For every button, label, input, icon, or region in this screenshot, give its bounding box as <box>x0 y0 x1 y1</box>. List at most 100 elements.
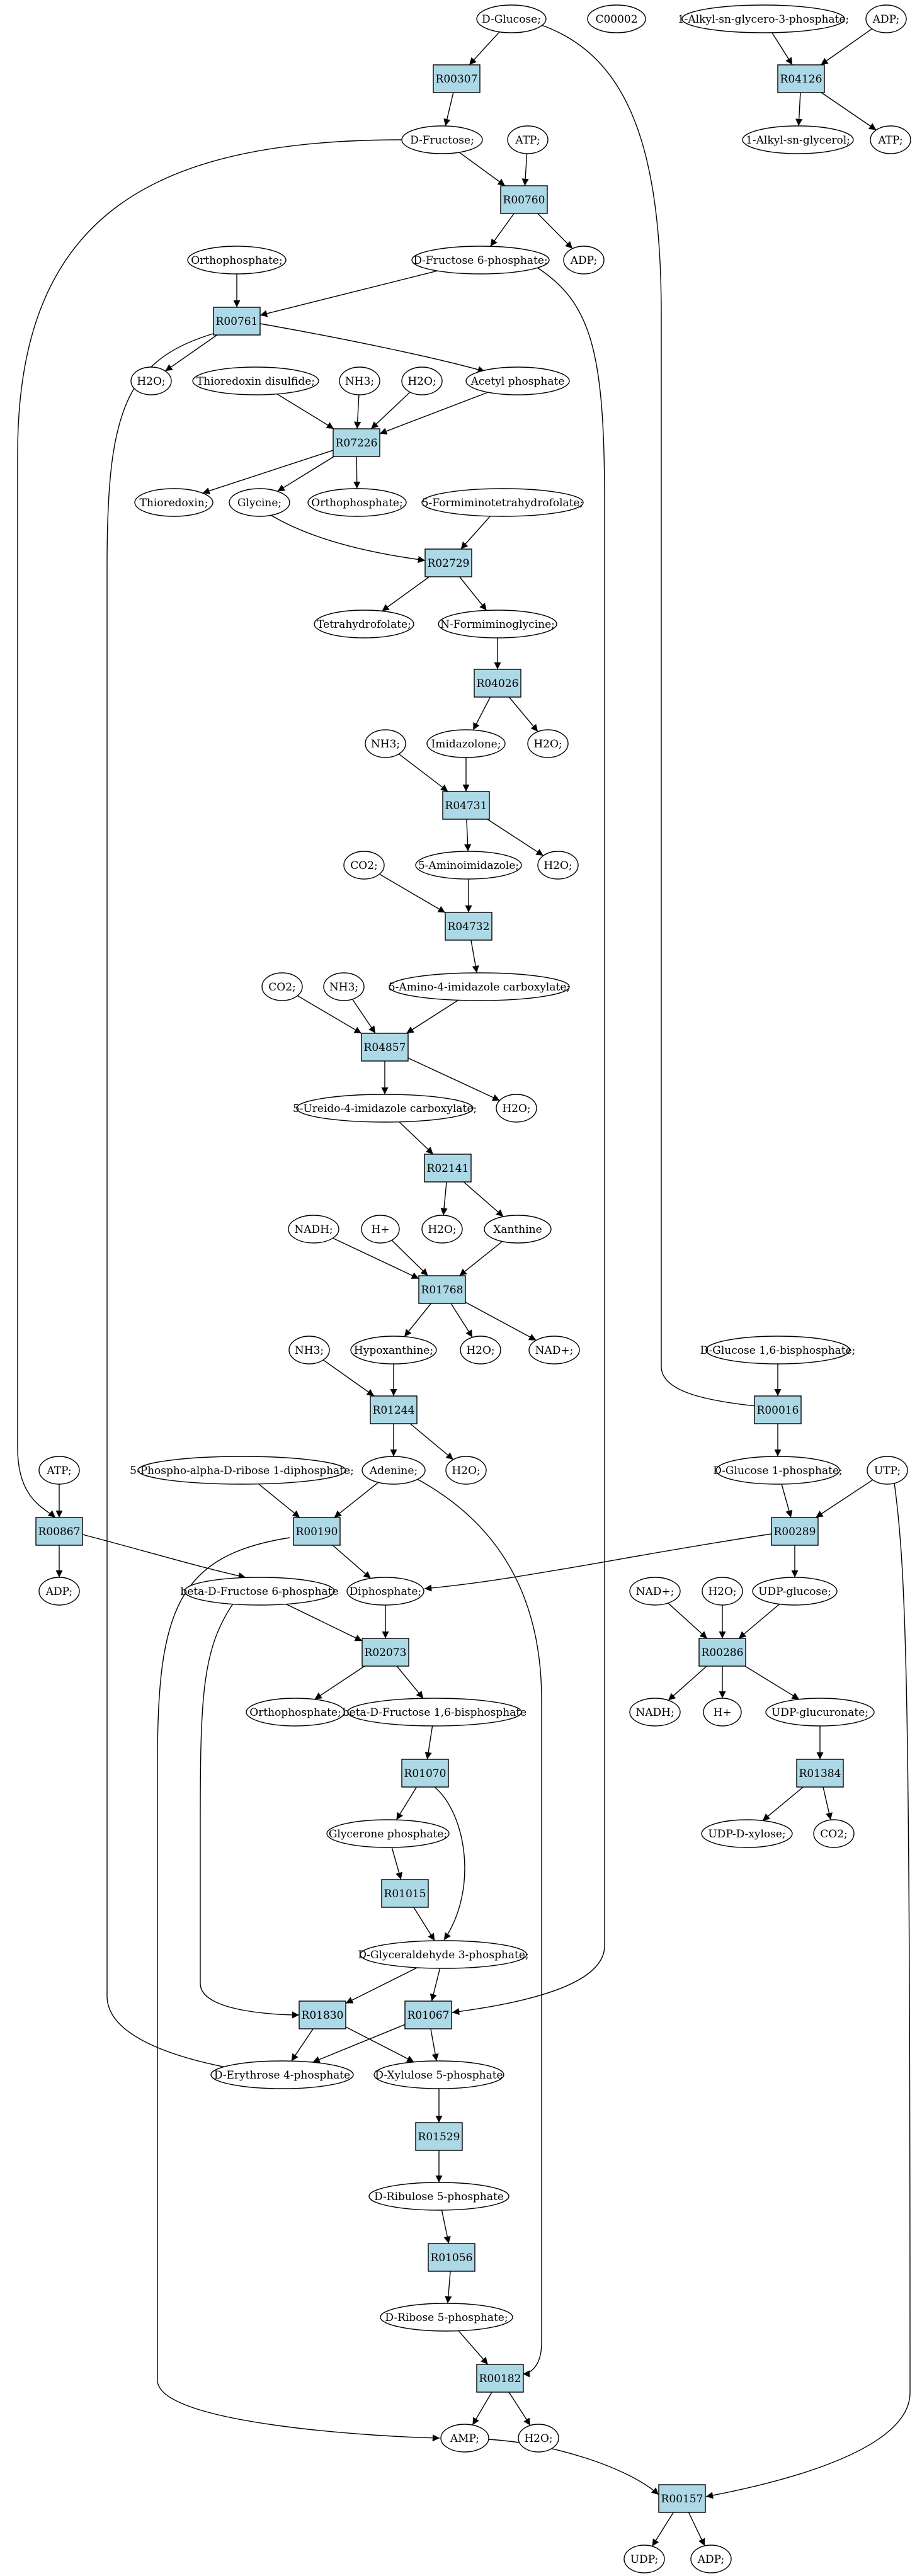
metabolite-node-thf[interactable]: Tetrahydrofolate; <box>314 610 414 638</box>
metabolite-node-c00002[interactable]: C00002 <box>587 4 646 33</box>
metabolite-node-nh3_1[interactable]: NH3; <box>339 366 380 395</box>
metabolite-node-g1p[interactable]: D-Glucose 1-phosphate; <box>713 1456 843 1485</box>
metabolite-node-aminoimid_carb[interactable]: 5-Amino-4-imidazole carboxylate; <box>389 972 570 1001</box>
reaction-node-R01529[interactable]: R01529 <box>415 2122 463 2151</box>
reaction-node-R07226[interactable]: R07226 <box>333 428 380 457</box>
metabolite-node-h2o_1[interactable]: H2O; <box>130 366 172 395</box>
metabolite-node-ortho_1[interactable]: Orthophosphate; <box>187 246 287 275</box>
metabolite-node-h2o_4[interactable]: H2O; <box>537 851 579 880</box>
metabolite-node-h2o_2[interactable]: H2O; <box>401 366 443 395</box>
reaction-node-R04026[interactable]: R04026 <box>474 669 521 698</box>
metabolite-node-acetylp[interactable]: Acetyl phosphate <box>465 366 570 395</box>
metabolite-node-atp_top[interactable]: ATP; <box>870 125 911 154</box>
metabolite-node-diphosphate[interactable]: Diphosphate; <box>346 1577 424 1606</box>
reaction-node-R01768[interactable]: R01768 <box>418 1275 466 1304</box>
metabolite-node-alkyl_g3p[interactable]: 1-Alkyl-sn-glycero-3-phosphate; <box>678 4 849 33</box>
metabolite-node-prpp[interactable]: 5-Phospho-alpha-D-ribose 1-diphosphate; <box>130 1456 354 1485</box>
metabolite-node-imidazolone[interactable]: Imidazolone; <box>426 729 506 758</box>
metabolite-node-co2_3[interactable]: CO2; <box>813 1819 855 1848</box>
metabolite-node-c_glucose[interactable]: D-Glucose; <box>476 4 547 33</box>
reaction-node-R01384[interactable]: R01384 <box>796 1759 844 1788</box>
metabolite-node-h2o_5[interactable]: H2O; <box>496 1094 537 1123</box>
reaction-node-R00307[interactable]: R00307 <box>433 64 481 93</box>
reaction-node-R02141[interactable]: R02141 <box>424 1154 472 1183</box>
reaction-node-R00286[interactable]: R00286 <box>698 1638 746 1667</box>
metabolite-node-gap[interactable]: D-Glyceraldehyde 3-phosphate; <box>358 1940 529 1969</box>
reaction-node-R01830[interactable]: R01830 <box>299 2000 346 2029</box>
metabolite-node-nadh_1[interactable]: NADH; <box>288 1215 339 1244</box>
metabolite-node-nadplus_1[interactable]: NAD+; <box>528 1336 580 1365</box>
metabolite-node-fructose[interactable]: D-Fructose; <box>401 125 483 154</box>
metabolite-node-udp[interactable]: UDP; <box>623 2545 665 2573</box>
metabolite-node-adp_3[interactable]: ADP; <box>690 2545 732 2573</box>
reaction-node-R02073[interactable]: R02073 <box>361 1638 409 1667</box>
metabolite-node-udpglucuronate[interactable]: UDP-glucuronate; <box>765 1698 875 1727</box>
reaction-node-R00157[interactable]: R00157 <box>658 2484 706 2513</box>
reaction-node-R04126[interactable]: R04126 <box>777 64 825 93</box>
reaction-node-R04732[interactable]: R04732 <box>445 912 492 941</box>
metabolite-node-e4p[interactable]: D-Erythrose 4-phosphate <box>210 2060 354 2089</box>
metabolite-node-adenine[interactable]: Adenine; <box>361 1456 426 1485</box>
metabolite-node-adp_1[interactable]: ADP; <box>563 246 605 275</box>
metabolite-node-adp_top[interactable]: ADP; <box>865 4 907 33</box>
reaction-node-R02729[interactable]: R02729 <box>424 548 472 577</box>
metabolite-node-f6p[interactable]: D-Fructose 6-phosphate; <box>411 246 550 275</box>
metabolite-node-nh3_4[interactable]: NH3; <box>288 1336 330 1365</box>
metabolite-node-ru5p[interactable]: D-Ribulose 5-phosphate <box>368 2182 509 2211</box>
metabolite-node-nh3_3[interactable]: NH3; <box>323 972 365 1001</box>
metabolite-node-udpglucose[interactable]: UDP-glucose; <box>752 1577 838 1606</box>
metabolite-node-nadh_2[interactable]: NADH; <box>629 1698 681 1727</box>
reaction-node-R01015[interactable]: R01015 <box>381 1879 429 1908</box>
metabolite-node-aminoimidazole[interactable]: 5-Aminoimidazole; <box>415 851 522 880</box>
metabolite-node-amp[interactable]: AMP; <box>440 2424 489 2453</box>
metabolite-node-alkyl_glycerol[interactable]: 1-Alkyl-sn-glycerol; <box>742 125 854 154</box>
reaction-node-R04731[interactable]: R04731 <box>442 791 490 820</box>
metabolite-node-h2o_10[interactable]: H2O; <box>518 2424 559 2453</box>
reaction-node-R00761[interactable]: R00761 <box>213 307 261 336</box>
metabolite-node-udpxylose[interactable]: UDP-D-xylose; <box>701 1819 793 1848</box>
metabolite-node-g16bp[interactable]: D-Glucose 1,6-bisphosphate; <box>700 1336 856 1365</box>
reaction-node-R01067[interactable]: R01067 <box>404 2000 452 2029</box>
metabolite-node-xu5p[interactable]: D-Xylulose 5-phosphate <box>373 2060 504 2089</box>
metabolite-node-hypoxanthine[interactable]: Hypoxanthine; <box>350 1336 437 1365</box>
metabolite-node-hplus_1[interactable]: H+ <box>361 1215 400 1244</box>
metabolite-node-atp_1[interactable]: ATP; <box>507 125 549 154</box>
metabolite-node-h2o_7[interactable]: H2O; <box>460 1336 501 1365</box>
metabolite-node-h2o_3[interactable]: H2O; <box>527 729 569 758</box>
metabolite-node-adp_2[interactable]: ADP; <box>38 1577 80 1606</box>
reaction-node-R00289[interactable]: R00289 <box>771 1517 819 1546</box>
metabolite-node-xanthine[interactable]: Xanthine <box>484 1215 552 1244</box>
metabolite-node-bf16bp[interactable]: beta-D-Fructose 1,6-bisphosphate <box>343 1698 526 1727</box>
reaction-node-R01070[interactable]: R01070 <box>401 1759 449 1788</box>
reaction-node-R00182[interactable]: R00182 <box>476 2364 524 2393</box>
metabolite-node-forminothf[interactable]: 5-Formiminotetrahydrofolate; <box>421 488 584 517</box>
metabolite-node-nadplus_2[interactable]: NAD+; <box>629 1577 681 1606</box>
metabolite-node-formiminoglycine[interactable]: N-Formiminoglycine; <box>438 610 557 638</box>
metabolite-node-h2o_6[interactable]: H2O; <box>421 1215 463 1244</box>
metabolite-node-atp_2[interactable]: ATP; <box>38 1456 80 1485</box>
metabolite-node-ureido[interactable]: 5-Ureido-4-imidazole carboxylate; <box>293 1094 477 1123</box>
reaction-node-R01056[interactable]: R01056 <box>428 2243 475 2272</box>
metabolite-node-glyceronep[interactable]: Glycerone phosphate; <box>326 1819 450 1848</box>
reaction-node-R01244[interactable]: R01244 <box>370 1395 418 1424</box>
edge <box>379 873 446 914</box>
reaction-node-R00190[interactable]: R00190 <box>293 1517 341 1546</box>
metabolite-node-h2o_9[interactable]: H2O; <box>702 1577 743 1606</box>
reaction-node-R04857[interactable]: R04857 <box>361 1033 409 1062</box>
metabolite-node-h2o_8[interactable]: H2O; <box>445 1456 487 1485</box>
metabolite-node-co2_1[interactable]: CO2; <box>343 851 385 880</box>
reaction-node-R00760[interactable]: R00760 <box>500 185 548 214</box>
metabolite-node-nh3_2[interactable]: NH3; <box>365 729 406 758</box>
metabolite-node-utp[interactable]: UTP; <box>867 1456 908 1485</box>
metabolite-node-glycine[interactable]: Glycine; <box>229 488 290 517</box>
metabolite-node-bf6p[interactable]: beta-D-Fructose 6-phosphate <box>180 1577 339 1606</box>
metabolite-node-thio_dis[interactable]: Thioredoxin disulfide; <box>192 366 319 395</box>
metabolite-node-thioredoxin[interactable]: Thioredoxin; <box>134 488 213 517</box>
metabolite-node-co2_2[interactable]: CO2; <box>261 972 303 1001</box>
metabolite-node-r5p[interactable]: D-Ribose 5-phosphate; <box>380 2303 513 2332</box>
metabolite-node-ortho_2[interactable]: Orthophosphate; <box>307 488 407 517</box>
metabolite-node-hplus_2[interactable]: H+ <box>703 1698 742 1727</box>
reaction-node-R00867[interactable]: R00867 <box>35 1517 83 1546</box>
reaction-node-R00016[interactable]: R00016 <box>754 1395 802 1424</box>
metabolite-node-ortho_3[interactable]: Orthophosphate; <box>246 1698 345 1727</box>
